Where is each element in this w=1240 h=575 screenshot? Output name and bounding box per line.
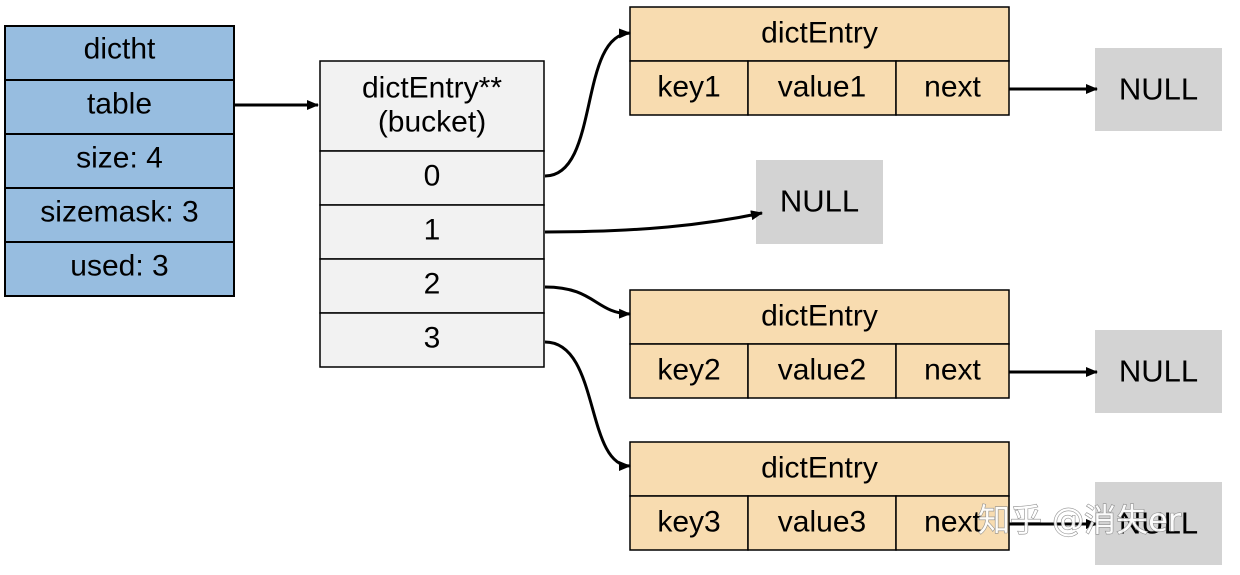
dictht-title: dictht [84, 33, 156, 66]
dict-entry-3-title: dictEntry [761, 452, 878, 485]
dictht-field-used: used: 3 [70, 250, 168, 283]
dict-entry-3-value-cell [747, 495, 897, 551]
null-box-entry-1-label: NULL [1119, 72, 1198, 107]
dict-entry-1: dictEntry key1 value1 next [629, 6, 1010, 116]
dict-entry-1-title: dictEntry [761, 17, 878, 50]
dictht-field-used-cell [4, 241, 235, 297]
dict-entry-1-next-cell [895, 60, 1010, 116]
dictht-field-table: table [87, 88, 152, 121]
dict-entry-1-key-cell [629, 60, 749, 116]
dictht-field-sizemask: sizemask: 3 [40, 196, 198, 229]
dict-entry-2-key-cell [629, 343, 749, 399]
dict-entry-3-next-cell [895, 495, 1010, 551]
bucket-title-line1: dictEntry** [362, 72, 502, 105]
null-box-entry-3-rect [1095, 482, 1222, 565]
null-box-bucket-1-label: NULL [780, 184, 859, 219]
dict-entry-1-next: next [924, 71, 981, 104]
bucket-slot-3: 3 [424, 322, 441, 355]
arrow-slot-2-to-entry-2 [544, 285, 631, 319]
dict-entry-2-next-cell [895, 343, 1010, 399]
dict-entry-2: dictEntry key2 value2 next [629, 289, 1010, 399]
dict-entry-2-value: value2 [778, 354, 866, 387]
bucket-slot-1-cell [319, 204, 545, 260]
arrow-slot-3-to-entry-3 [544, 340, 631, 471]
bucket-slot-1: 1 [424, 214, 441, 247]
dictht-field-sizemask-cell [4, 187, 235, 243]
dict-entry-1-value: value1 [778, 71, 866, 104]
dict-entry-1-key: key1 [657, 71, 720, 104]
dictht-header-cell [4, 25, 235, 81]
dict-entry-2-value-cell [747, 343, 897, 399]
null-box-bucket-1: NULL [756, 160, 883, 244]
bucket-slot-3-cell [319, 312, 545, 368]
null-box-entry-3-label: NULL [1119, 506, 1198, 541]
arrow-slot-0-to-entry-1 [544, 28, 631, 178]
bucket-title-line2: (bucket) [378, 106, 486, 139]
dictht-field-table-cell [4, 79, 235, 135]
dict-entry-2-key: key2 [657, 354, 720, 387]
dict-entry-2-next: next [924, 354, 981, 387]
arrows [234, 28, 1098, 529]
bucket-slot-0: 0 [424, 160, 441, 193]
dict-entry-3-value: value3 [778, 506, 866, 539]
dict-entry-1-title-cell [629, 6, 1010, 62]
dict-entry-3-next: next [924, 506, 981, 539]
dict-entry-3-title-cell [629, 441, 1010, 497]
bucket-header-cell [319, 60, 545, 152]
null-box-entry-3: NULL [1095, 482, 1222, 565]
dict-entry-3-key-cell [629, 495, 749, 551]
null-box-entry-2-label: NULL [1119, 354, 1198, 389]
bucket-array: dictEntry** (bucket) 0 1 2 3 [319, 60, 545, 368]
dict-entry-3: dictEntry key3 value3 next [629, 441, 1010, 551]
null-box-bucket-1-rect [756, 160, 883, 244]
dict-entry-1-value-cell [747, 60, 897, 116]
dict-entry-2-title: dictEntry [761, 300, 878, 333]
null-box-entry-1-rect [1095, 48, 1222, 131]
dictht-struct: dictht table size: 4 sizemask: 3 used: 3 [4, 25, 235, 297]
arrow-slot-1-to-null [544, 210, 763, 234]
dict-entry-3-key: key3 [657, 506, 720, 539]
null-box-entry-1: NULL [1095, 48, 1222, 131]
dictht-field-size: size: 4 [76, 142, 163, 175]
bucket-slot-2: 2 [424, 268, 441, 301]
null-box-entry-2-rect [1095, 330, 1222, 413]
null-box-entry-2: NULL [1095, 330, 1222, 413]
watermark: 知乎 @消失er [978, 501, 1182, 539]
